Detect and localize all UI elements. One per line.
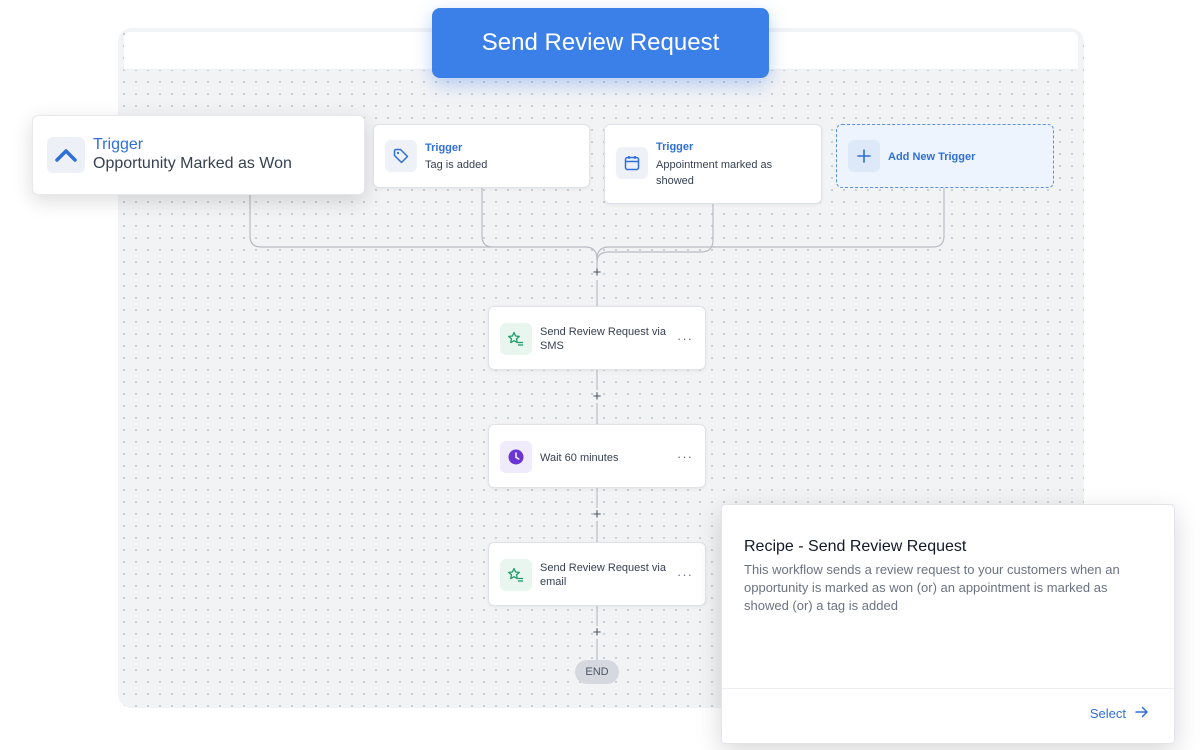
action-label: Wait 60 minutes [540, 452, 619, 464]
trigger-tag-added[interactable]: Trigger Tag is added [373, 124, 590, 188]
more-options-icon[interactable]: ··· [677, 331, 693, 346]
clock-icon [500, 441, 532, 473]
add-step-plus-button[interactable]: + [592, 388, 602, 405]
action-label-line2: email [540, 576, 567, 588]
end-node: END [575, 660, 619, 684]
action-label-line2: SMS [540, 340, 564, 352]
select-recipe-button[interactable]: Select [1090, 705, 1150, 722]
banner-title: Send Review Request [481, 29, 720, 56]
chevron-up-icon [47, 137, 85, 173]
trigger-kind-label: Trigger [656, 141, 694, 153]
action-label-line1: Send Review Request via [540, 562, 666, 574]
tag-icon [385, 140, 417, 172]
star-list-icon [500, 559, 532, 591]
trigger-kind-label: Trigger [93, 136, 144, 153]
recipe-card: Recipe - Send Review Request This workfl… [721, 504, 1175, 744]
trigger-description: Tag is added [425, 159, 488, 171]
plus-icon [848, 140, 880, 172]
calendar-icon [616, 147, 648, 179]
trigger-description: Opportunity Marked as Won [93, 155, 292, 172]
trigger-kind-label: Trigger [425, 142, 463, 154]
action-label-line1: Send Review Request via [540, 326, 666, 338]
add-new-trigger-button[interactable]: Add New Trigger [836, 124, 1054, 188]
add-step-plus-button[interactable]: + [592, 264, 602, 281]
trigger-appointment-showed[interactable]: Trigger Appointment marked as showed [604, 124, 822, 204]
action-send-review-sms[interactable]: Send Review Request via SMS ··· [488, 306, 706, 370]
more-options-icon[interactable]: ··· [677, 449, 693, 464]
add-new-trigger-label: Add New Trigger [888, 151, 976, 163]
recipe-description: This workflow sends a review request to … [744, 562, 1120, 613]
workflow-title-banner: Send Review Request [432, 8, 769, 78]
trigger-description-line2: showed [656, 175, 694, 187]
action-wait[interactable]: Wait 60 minutes ··· [488, 424, 706, 488]
arrow-right-icon [1134, 705, 1150, 722]
add-step-plus-button[interactable]: + [592, 624, 602, 641]
trigger-description-line1: Appointment marked as [656, 159, 773, 171]
more-options-icon[interactable]: ··· [677, 567, 693, 582]
star-list-icon [500, 323, 532, 355]
trigger-opportunity-won[interactable]: Trigger Opportunity Marked as Won [32, 115, 365, 195]
recipe-divider [722, 688, 1174, 689]
select-label: Select [1089, 706, 1126, 721]
action-send-review-email[interactable]: Send Review Request via email ··· [488, 542, 706, 606]
recipe-title: Recipe - Send Review Request [744, 538, 967, 555]
add-step-plus-button[interactable]: + [592, 506, 602, 523]
